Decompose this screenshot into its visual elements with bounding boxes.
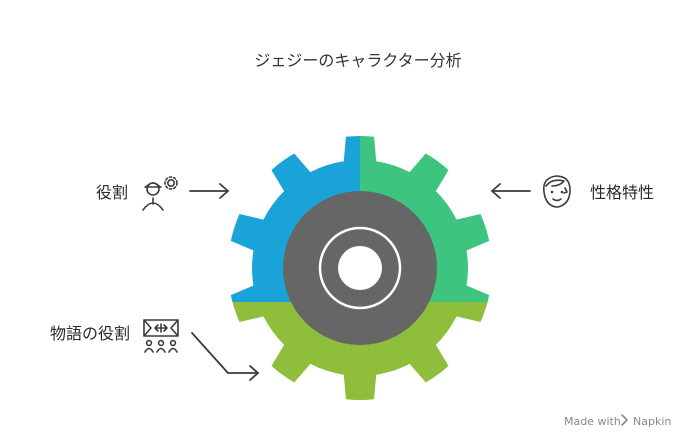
arrow-role bbox=[189, 183, 229, 199]
role-label: 役割 bbox=[96, 183, 128, 202]
arrow-story-role bbox=[191, 332, 259, 381]
story-role-label: 物語の役割 bbox=[50, 324, 130, 343]
napkin-logo-icon bbox=[621, 414, 628, 426]
stage-audience-icon bbox=[143, 319, 179, 353]
gear-ring-line bbox=[318, 226, 402, 310]
arrow-personality bbox=[491, 183, 531, 199]
gear-hub bbox=[338, 246, 382, 290]
gear-diagram bbox=[230, 135, 490, 401]
diagram-title: ジェジーのキャラクター分析 bbox=[254, 51, 461, 70]
personality-label: 性格特性 bbox=[590, 183, 654, 202]
face-icon bbox=[542, 175, 571, 208]
worker-gear-icon bbox=[142, 176, 178, 211]
gear-segment-story-role bbox=[232, 302, 488, 401]
credit: Made with Napkin bbox=[564, 414, 671, 428]
personality-item: 性格特性 bbox=[491, 175, 654, 208]
credit-made-with: Made with bbox=[564, 415, 621, 428]
credit-brand: Napkin bbox=[633, 415, 671, 428]
story-role-item: 物語の役割 bbox=[50, 319, 259, 381]
role-item: 役割 bbox=[96, 176, 229, 211]
